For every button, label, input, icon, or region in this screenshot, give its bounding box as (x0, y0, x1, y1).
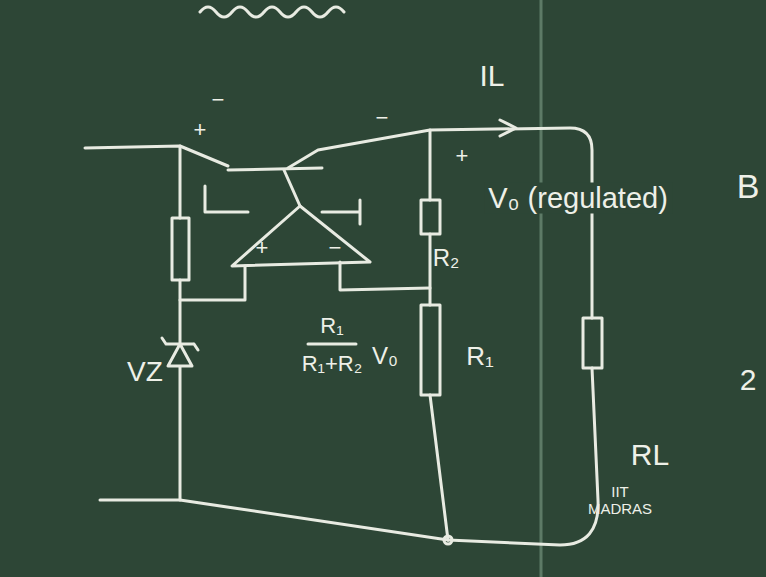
resistor-symbol (421, 305, 440, 395)
opamp-supply (205, 186, 248, 212)
junction-dot (444, 536, 452, 544)
voltage-label: V₀ (372, 344, 398, 368)
output-voltage-label: V₀ (regulated) (484, 183, 672, 214)
resistor-symbol (421, 200, 440, 234)
wire (179, 280, 182, 344)
wire (429, 130, 432, 200)
resistor-symbol (583, 318, 602, 368)
fraction-numerator: R₁ (320, 315, 343, 337)
fraction-denominator: R₁+R₂ (302, 353, 363, 375)
polarity-sign: + (194, 119, 207, 141)
zener-voltage-label: VZ (127, 358, 163, 386)
watermark: IIT MADRAS (585, 484, 655, 517)
wire (179, 146, 182, 218)
resistor-label: R₂ (433, 246, 460, 270)
resistor-label: RL (631, 440, 669, 470)
feedback-wire (340, 262, 430, 290)
transistor-base (228, 168, 322, 170)
board-seam (540, 0, 543, 577)
text-fragment: 2 (740, 365, 757, 395)
wire (429, 234, 432, 305)
current-label: IL (479, 61, 504, 91)
resistor-label: R₁ (466, 343, 494, 369)
opamp-pin-sign: − (329, 237, 342, 259)
fraction-bar (308, 343, 356, 346)
wire (180, 266, 245, 300)
base-wire (284, 170, 300, 206)
ground-wire (100, 500, 448, 540)
opamp-symbol (232, 206, 370, 266)
wire (430, 395, 448, 540)
resistor-symbol (172, 218, 189, 280)
opamp-supply (322, 200, 360, 224)
current-arrow (500, 120, 516, 136)
polarity-sign: − (376, 107, 389, 129)
output-wire (288, 128, 592, 318)
polarity-sign: + (456, 145, 469, 167)
opamp-pin-sign: + (256, 237, 269, 259)
input-wire (85, 146, 228, 166)
polarity-sign: − (212, 89, 225, 111)
text-fragment: B (737, 169, 760, 203)
chalk-squiggle (200, 7, 344, 17)
zener-symbol (162, 338, 198, 500)
wire (448, 368, 598, 545)
